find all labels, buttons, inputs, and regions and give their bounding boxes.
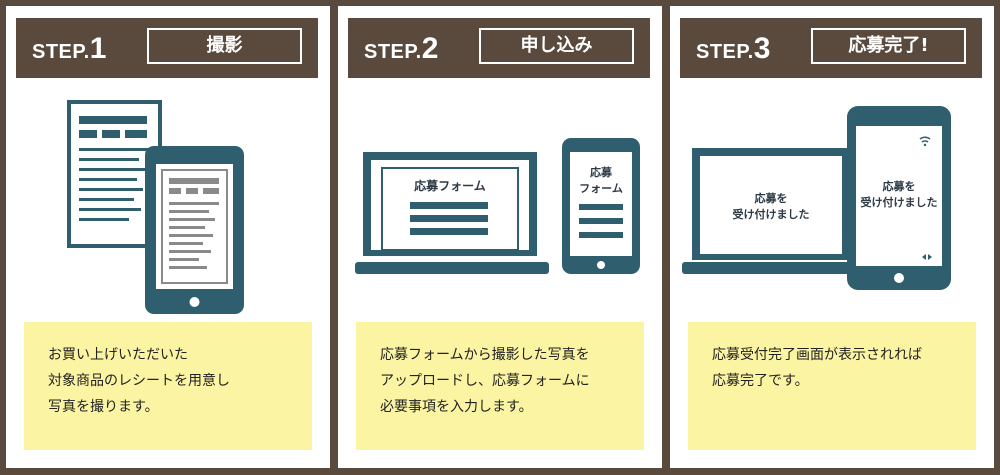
step-3-header: STEP.3 応募完了! [680, 18, 982, 78]
step-1-desc-line: 写真を撮ります。 [48, 399, 159, 415]
step-1-description: お買い上げいただいた 対象商品のレシートを用意し 写真を撮ります。 [24, 322, 312, 450]
phone-form-title-line2: フォーム [579, 182, 623, 195]
phone-complete-msg-line2: 受け付けました [861, 195, 938, 209]
receipt-document-icon [67, 100, 162, 248]
step-3-panel: STEP.3 応募完了! 応募を 受け付けました 応募を 受け付けました [670, 6, 994, 468]
smartphone-camera-icon [145, 146, 244, 314]
laptop-complete-msg-line2: 受け付けました [733, 207, 810, 221]
step-2-title: STEP.2 [364, 18, 439, 78]
phone-complete-msg-line1: 応募を [883, 179, 916, 193]
step-2-header: STEP.2 申し込み [348, 18, 650, 78]
step-1-desc-line: お買い上げいただいた [48, 347, 188, 363]
step-2-label: 申し込み [479, 28, 634, 64]
step-3-title: STEP.3 [696, 18, 771, 78]
phone-form-title-line1: 応募 [590, 165, 613, 179]
step-2-word: STEP. [364, 41, 422, 63]
step-3-description: 応募受付完了画面が表示されれば 応募完了です。 [688, 322, 976, 450]
laptop-complete-msg-line1: 応募を [755, 191, 788, 205]
wifi-icon [919, 136, 931, 147]
step-2-desc-line: アップロードし、応募フォームに [380, 373, 590, 389]
step-2-illustration: 応募フォーム 応募 フォーム [338, 86, 662, 316]
step-3-desc-line: 応募受付完了画面が表示されれば [712, 347, 922, 363]
laptop-form-title: 応募フォーム [414, 178, 486, 193]
step-2-desc-line: 応募フォームから撮影した写真を [380, 347, 590, 363]
nav-arrows-icon [922, 254, 932, 260]
step-1-illustration [6, 86, 330, 316]
step-1-title: STEP.1 [32, 18, 107, 78]
step-1-header: STEP.1 撮影 [16, 18, 318, 78]
step-1-label: 撮影 [147, 28, 302, 64]
step-1-panel: STEP.1 撮影 [6, 6, 330, 468]
step-3-number: 3 [753, 32, 771, 65]
step-1-desc-line: 対象商品のレシートを用意し [48, 373, 230, 389]
step-2-panel: STEP.2 申し込み 応募フォーム [338, 6, 662, 468]
laptop-complete-icon: 応募を 受け付けました [682, 148, 860, 274]
step-3-desc-line: 応募完了です。 [712, 373, 809, 389]
step-3-word: STEP. [696, 41, 754, 63]
step-3-label: 応募完了! [811, 28, 966, 64]
step-1-word: STEP. [32, 41, 90, 63]
step-2-number: 2 [421, 32, 439, 65]
laptop-form-icon: 応募フォーム [355, 152, 549, 274]
step-1-number: 1 [89, 32, 107, 65]
step-3-illustration: 応募を 受け付けました 応募を 受け付けました [670, 86, 994, 316]
smartphone-form-icon: 応募 フォーム [562, 138, 640, 274]
step-2-description: 応募フォームから撮影した写真を アップロードし、応募フォームに 必要事項を入力し… [356, 322, 644, 450]
step-2-desc-line: 必要事項を入力します。 [380, 399, 533, 415]
smartphone-complete-icon: 応募を 受け付けました [847, 106, 951, 290]
